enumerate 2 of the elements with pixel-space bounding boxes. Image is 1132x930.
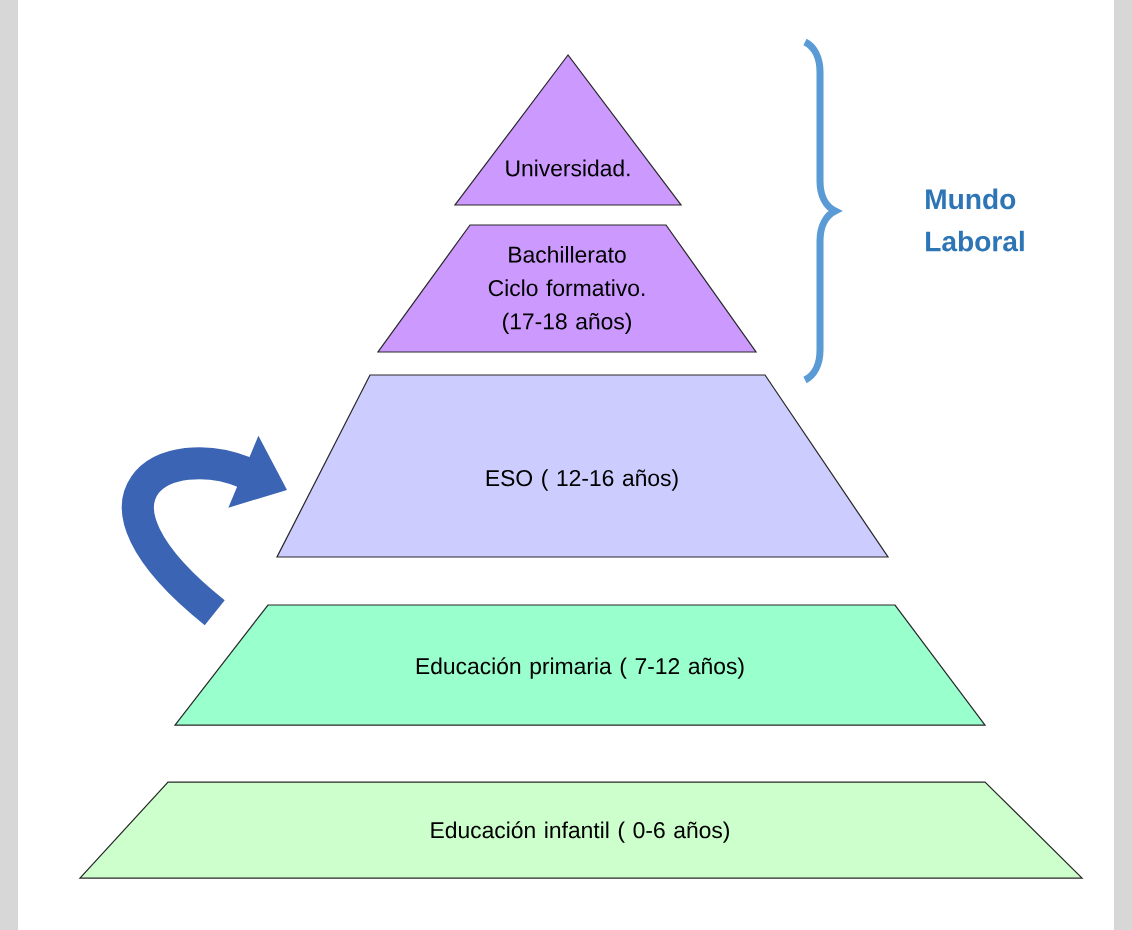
trapezoid: ESO ( 12-16 años) bbox=[276, 374, 890, 558]
side-label: Mundo Laboral bbox=[926, 188, 1024, 252]
